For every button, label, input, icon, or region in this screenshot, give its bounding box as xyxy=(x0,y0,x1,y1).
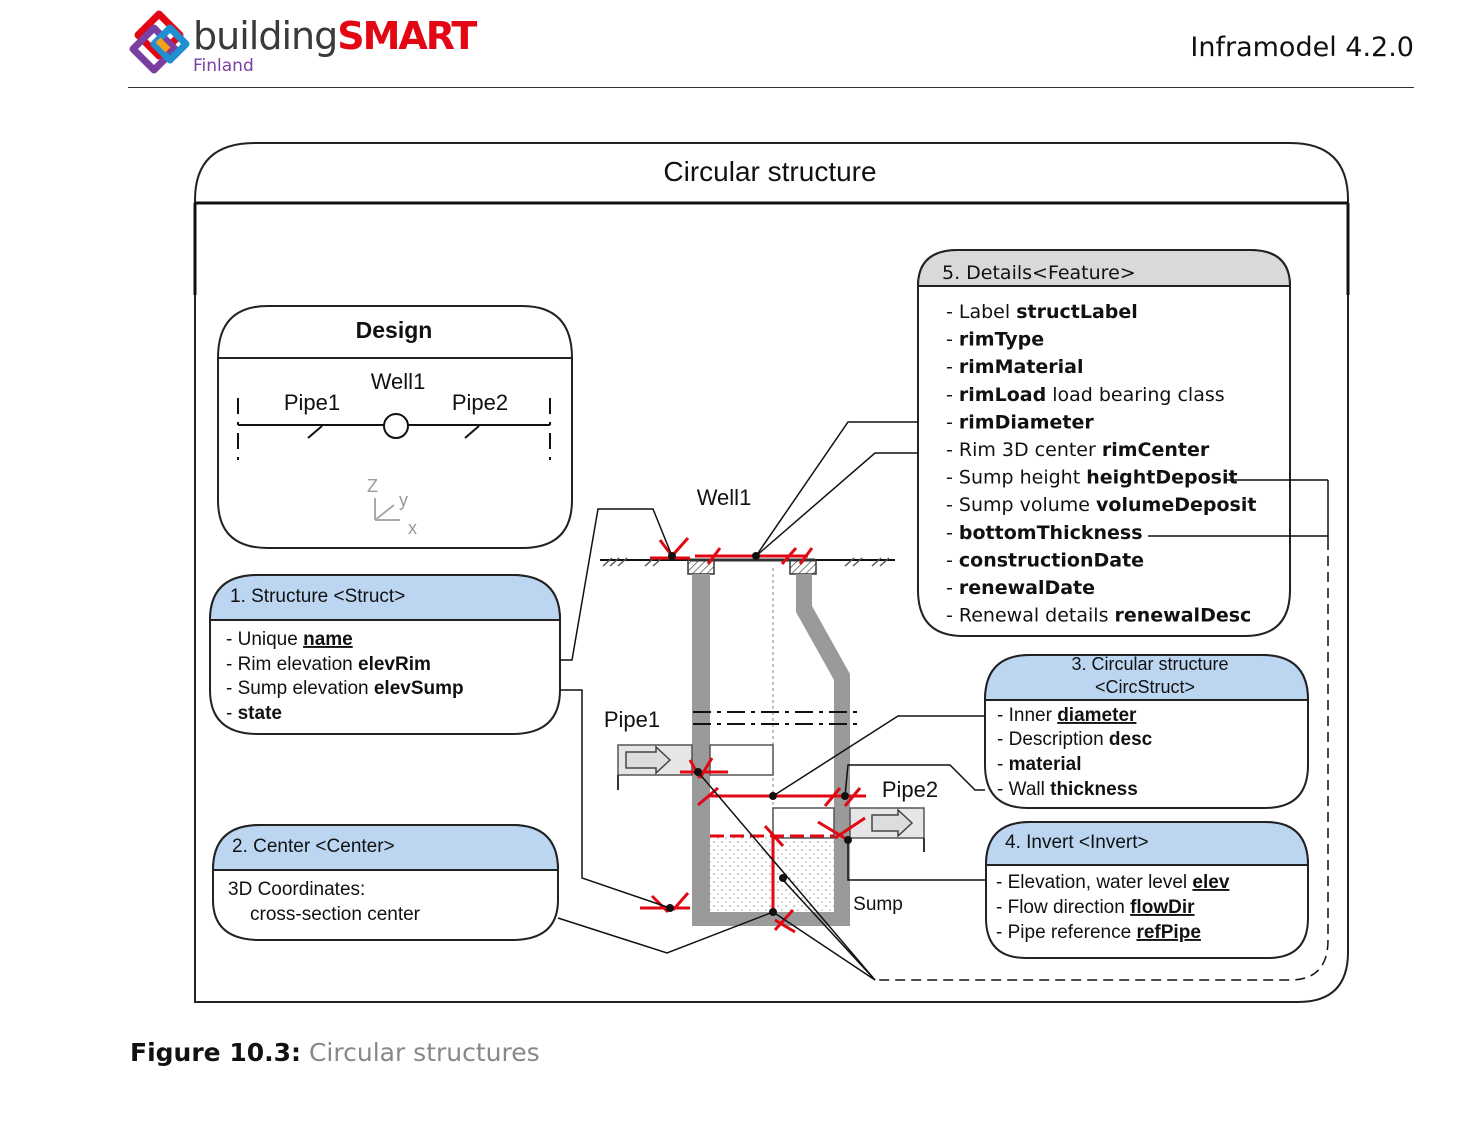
circular-title-line1: 3. Circular structure xyxy=(1071,654,1228,674)
design-title: Design xyxy=(356,317,433,343)
center-title: 2. Center <Center> xyxy=(232,836,395,857)
circular-title-line2: <CircStruct> xyxy=(1095,677,1195,697)
svg-text:Z: Z xyxy=(367,476,378,496)
svg-text:- Sump elevation elevSump: - Sump elevation elevSump xyxy=(226,678,464,699)
details-line: - Sump height heightDeposit xyxy=(946,467,1238,489)
details-line: - rimType xyxy=(946,329,1044,351)
page-header: buildingSMART Finland Inframodel 4.2.0 xyxy=(0,0,1476,100)
details-box: 5. Details<Feature> - Label structLabel-… xyxy=(916,249,1292,637)
svg-text:- material: - material xyxy=(997,754,1081,775)
logo-subtitle: Finland xyxy=(193,56,254,76)
svg-text:- state: - state xyxy=(226,703,282,724)
svg-text:- Description desc: - Description desc xyxy=(997,729,1153,750)
figure-caption: Figure 10.3: Circular structures xyxy=(130,1038,540,1067)
svg-text:- Rim elevation elevRim: - Rim elevation elevRim xyxy=(226,654,431,675)
pipe1-label: Pipe1 xyxy=(604,707,660,732)
well1-label: Well1 xyxy=(697,485,752,510)
details-attribute-list: - Label structLabel - rimType - rimMateria… xyxy=(946,301,1256,627)
details-line: - rimLoad load bearing class xyxy=(946,384,1225,406)
design-pipe1-label: Pipe1 xyxy=(284,390,340,415)
svg-text:- Flow direction flowDir: - Flow direction flowDir xyxy=(996,897,1195,918)
svg-text:- Elevation, water level elev: - Elevation, water level elev xyxy=(996,872,1230,893)
design-well-label: Well1 xyxy=(371,369,426,394)
details-line: - rimDiameter xyxy=(946,411,1094,433)
design-pipe2-label: Pipe2 xyxy=(452,390,508,415)
details-title: 5. Details<Feature> xyxy=(942,262,1136,284)
svg-text:3D Coordinates:: 3D Coordinates: xyxy=(228,879,365,900)
details-line: - rimMaterial xyxy=(946,356,1084,378)
leader-lines xyxy=(557,421,1329,981)
structure-box: 1. Structure <Struct> - Unique name - Ri… xyxy=(208,574,562,735)
figure-number: Figure 10.3: xyxy=(130,1038,302,1067)
invert-box: 4. Invert <Invert> - Elevation, water le… xyxy=(984,821,1310,959)
logo-mark-icon xyxy=(129,10,190,74)
details-line: - Sump volume volumeDeposit xyxy=(946,494,1256,516)
circular-structure-box: 3. Circular structure <CircStruct> - Inn… xyxy=(983,654,1310,809)
design-box: Design Well1 Pipe1 Pipe2 Z y x xyxy=(217,305,573,549)
svg-text:- Wall thickness: - Wall thickness xyxy=(997,779,1138,800)
header-divider xyxy=(128,87,1414,88)
details-line: - Label structLabel xyxy=(946,301,1138,323)
axis-icon: Z y x xyxy=(367,476,417,538)
sump-label: Sump xyxy=(853,894,903,915)
details-line: - Renewal details renewalDesc xyxy=(946,605,1251,627)
svg-text:y: y xyxy=(399,490,408,510)
details-line: - constructionDate xyxy=(946,549,1144,571)
figure-caption-text: Circular structures xyxy=(308,1038,540,1067)
svg-text:- Unique name: - Unique name xyxy=(226,629,353,650)
logo-wordmark: buildingSMART xyxy=(193,14,477,58)
structure-title: 1. Structure <Struct> xyxy=(230,586,405,607)
buildingsmart-logo: buildingSMART Finland xyxy=(128,10,488,80)
svg-text:cross-section center: cross-section center xyxy=(250,904,421,925)
svg-text:- Inner diameter: - Inner diameter xyxy=(997,705,1137,726)
document-title: Inframodel 4.2.0 xyxy=(1190,32,1414,63)
svg-text:x: x xyxy=(408,518,417,538)
diagram-title: Circular structure xyxy=(663,156,876,187)
details-line: - Rim 3D center rimCenter xyxy=(946,439,1210,461)
details-line: - bottomThickness xyxy=(946,522,1143,544)
invert-title: 4. Invert <Invert> xyxy=(1005,832,1149,853)
svg-text:- Pipe reference refPipe: - Pipe reference refPipe xyxy=(996,922,1201,943)
pipe2-label: Pipe2 xyxy=(882,777,938,802)
details-line: - renewalDate xyxy=(946,577,1095,599)
connection-dots xyxy=(666,552,852,916)
center-box: 2. Center <Center> 3D Coordinates: cross… xyxy=(211,824,560,941)
